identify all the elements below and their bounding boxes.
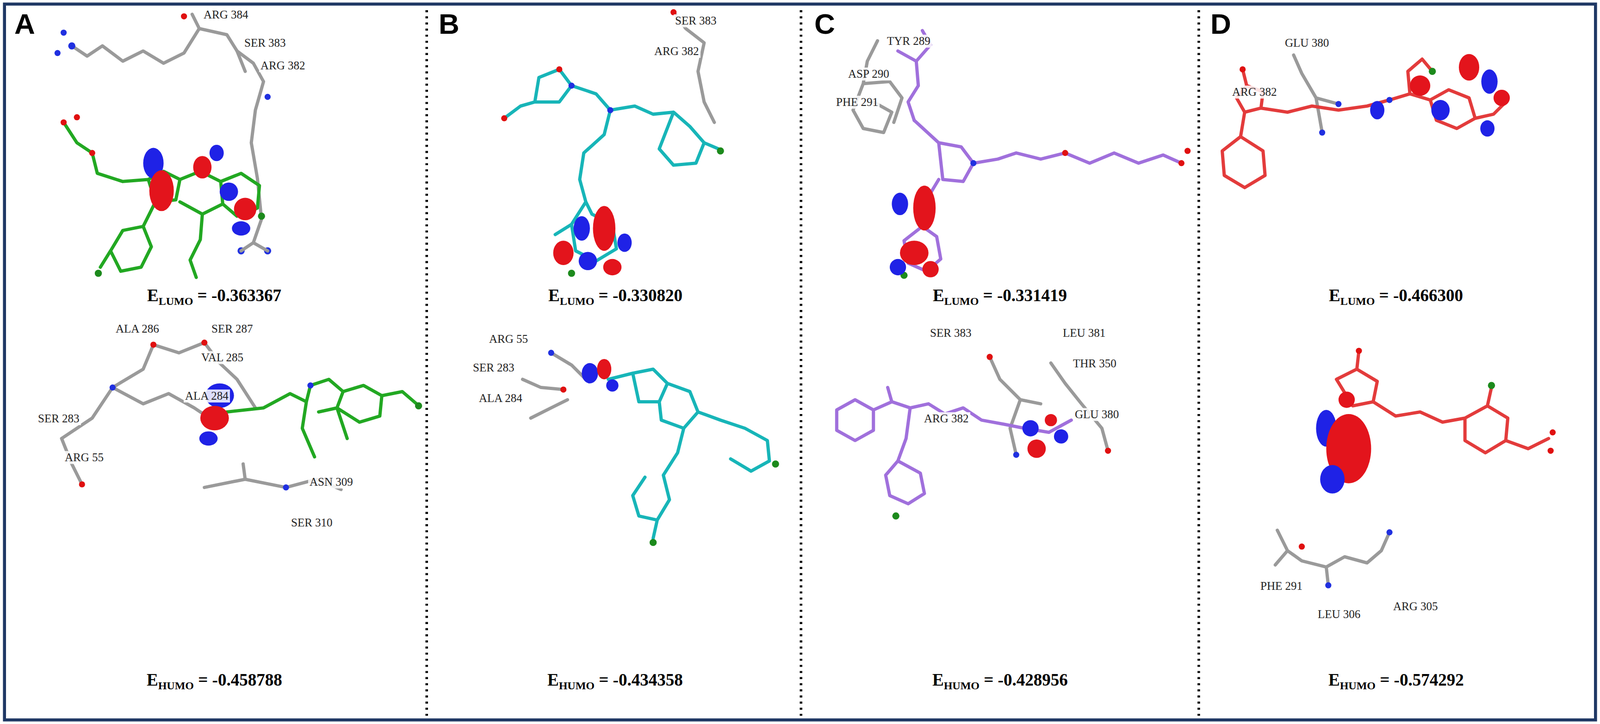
residue-label: ARG 382 (259, 59, 307, 73)
residue-label: LEU 381 (1061, 326, 1107, 340)
residue-label: ARG 382 (1230, 85, 1279, 99)
residue-label: GLU 380 (1283, 36, 1331, 50)
residue-label: SER 383 (242, 36, 288, 50)
energy-label: EHUMO = -0.434358 (545, 670, 685, 692)
residue-label: ARG 55 (487, 332, 530, 346)
residue-label: ALA 286 (114, 322, 161, 336)
residue-label: VAL 285 (199, 351, 245, 365)
residue-label: SER 310 (289, 516, 335, 530)
panel-letter: A (14, 8, 36, 40)
energy-label: EHUMO = -0.428956 (930, 670, 1070, 692)
residue-label: ASN 309 (308, 475, 355, 489)
energy-label: ELUMO = -0.363367 (145, 286, 284, 308)
energy-label: EHUMO = -0.574292 (1326, 670, 1466, 692)
residue-label: GLU 380 (1073, 408, 1121, 422)
energy-label: ELUMO = -0.330820 (546, 286, 685, 308)
residue-label: ASP 290 (846, 67, 891, 81)
residue-label: LEU 306 (1316, 607, 1362, 621)
residue-label: ARG 55 (63, 451, 106, 465)
residue-label: ARG 384 (202, 8, 250, 22)
residue-label: THR 350 (1071, 357, 1118, 371)
residue-label: SER 383 (928, 326, 974, 340)
residue-label: ARG 305 (1391, 600, 1440, 614)
panel-letter: B (438, 8, 460, 40)
residue-label: PHE 291 (834, 95, 880, 109)
residue-label: ALA 284 (477, 391, 524, 405)
panel-letter: C (814, 8, 836, 40)
residue-label: TYR 289 (885, 34, 932, 48)
energy-label: ELUMO = -0.466300 (1327, 286, 1465, 308)
residue-label: SER 383 (673, 14, 719, 28)
residue-label: SER 283 (36, 412, 81, 426)
residue-label: SER 283 (471, 361, 516, 375)
energy-label: ELUMO = -0.331419 (930, 286, 1069, 308)
panel-letter: D (1210, 8, 1232, 40)
energy-label: EHUMO = -0.458788 (144, 670, 285, 692)
residue-label: ARG 382 (922, 412, 971, 426)
residue-label: ARG 382 (652, 44, 701, 58)
residue-label: PHE 291 (1258, 579, 1304, 593)
residue-label: SER 287 (210, 322, 255, 336)
residue-label: ALA 284 (183, 389, 230, 403)
